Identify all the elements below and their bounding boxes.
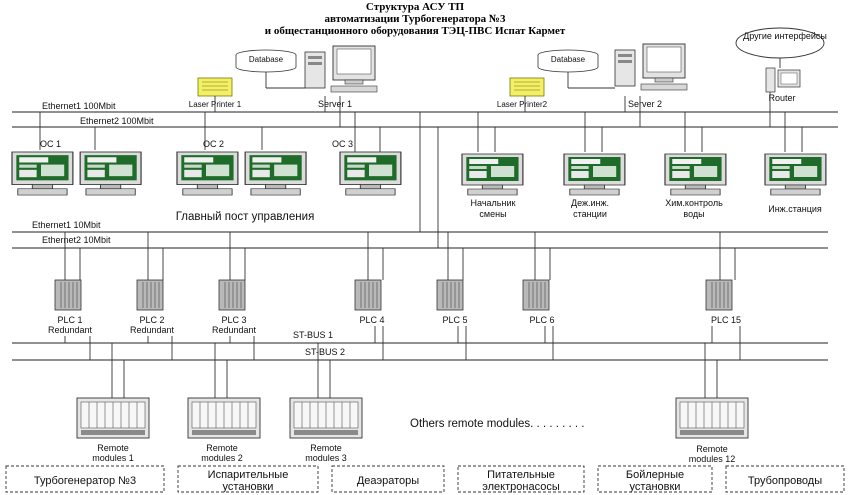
remote-modules-1-line2: modules 1 [92,453,134,463]
remote-modules-1-icon [76,397,150,439]
zone-pipelines: Трубопроводы [748,475,822,487]
workstation-3-line1: Хим.контроль [665,198,723,208]
title-line2: автоматизации Турбогенератора №3 [324,13,506,25]
workstation-duty-engineer-icon [563,153,626,196]
main-post-label: Главный пост управления [176,211,315,223]
remote-modules-1-line1: Remote [97,443,129,453]
workstation-shift-chief-icon [461,153,524,196]
os2-dual-monitor-icon [176,151,307,196]
ethernet2-100-label: Ethernet2 100Mbit [80,116,154,126]
plc-4-label: PLC 4 [359,315,384,325]
plc-2-rack-icon [136,279,164,311]
zone-evaporators-line1: Испарительные [208,469,289,481]
zone-turbogenerator: Турбогенератор №3 [34,475,136,487]
plc-15-label: PLC 15 [711,315,741,325]
zone-feed-pumps-line2: электронасосы [482,481,560,493]
plc-2-sub: Redundant [130,325,175,335]
os1-dual-monitor-icon [11,151,142,196]
plc-6-label: PLC 6 [529,315,554,325]
remote-modules-2-icon [187,397,261,439]
plc-5-label: PLC 5 [442,315,467,325]
station-drops [39,112,803,248]
plc-3-sub: Redundant [212,325,257,335]
others-remote-label: Others remote modules. . . . . . . . . [410,418,584,430]
plc-3-label: PLC 3 [221,315,246,325]
stbus-2-label: ST-BUS 2 [305,347,345,357]
laser-printer-2-icon [509,77,545,97]
os2-label: ОС 2 [203,139,224,149]
plc-1-label: PLC 1 [57,315,82,325]
other-interfaces-label: Другие интерфейсы [743,31,827,41]
plc-1-sub: Redundant [48,325,93,335]
workstation-3-line2: воды [683,209,704,219]
workstation-4-line1: Инж.станция [768,204,822,214]
workstation-1-line1: Начальник [471,198,516,208]
plc-5-rack-icon [436,279,464,311]
ethernet2-10-label: Ethernet2 10Mbit [42,235,111,245]
remote-modules-3-icon [289,397,363,439]
plc-3-rack-icon [218,279,246,311]
os3-label: ОС 3 [332,139,353,149]
plc-1-rack-icon [54,279,82,311]
remote-modules-3-line1: Remote [310,443,342,453]
plc-ethernet-drops [64,232,736,280]
plc-6-rack-icon [522,279,550,311]
workstation-eng-station-icon [764,153,827,196]
plc-2-label: PLC 2 [139,315,164,325]
zone-deaerators: Деаэраторы [357,475,419,487]
os3-monitor-icon [339,151,402,196]
title-line3: и общестанционного оборудования ТЭЦ-ПВС … [265,25,566,37]
zone-boilers-line2: установки [630,481,681,493]
database-1-label: Database [249,55,284,64]
remote-modules-12-icon [675,397,749,439]
remote-modules-3-line2: modules 3 [305,453,347,463]
ethernet1-10-label: Ethernet1 10Mbit [32,220,101,230]
server-2-label: Server 2 [628,99,662,109]
remote-modules-2-line2: modules 2 [201,453,243,463]
database-2-label: Database [551,55,586,64]
zone-evaporators-line2: установки [223,481,274,493]
workstation-water-chem-icon [664,153,727,196]
router-label: Router [768,93,795,103]
workstation-2-line1: Деж.инж. [571,198,609,208]
plc-4-rack-icon [354,279,382,311]
remote-modules-12-line1: Remote [696,444,728,454]
remote-modules-2-line1: Remote [206,443,238,453]
remote-modules-12-line2: modules 12 [689,454,736,464]
server-1-icon [304,45,378,93]
plc-stbus-drops [64,326,741,398]
zone-boilers-line1: Бойлерные [626,469,684,481]
workstation-1-line2: смены [479,209,506,219]
plant-zone-boxes [5,465,845,493]
workstation-2-line2: станции [573,209,607,219]
stbus-1-label: ST-BUS 1 [293,330,333,340]
plc-15-rack-icon [705,279,733,311]
title-line1: Структура АСУ ТП [366,1,465,13]
zone-feed-pumps-line1: Питательные [487,469,555,481]
laser-printer-2-label: Laser Printer2 [497,100,548,109]
router-tower-icon [765,67,776,93]
server-2-icon [614,43,688,91]
os1-label: ОС 1 [40,139,61,149]
server-1-label: Server 1 [318,99,352,109]
laser-printer-1-icon [197,77,233,97]
ethernet1-100-label: Ethernet1 100Mbit [42,101,116,111]
